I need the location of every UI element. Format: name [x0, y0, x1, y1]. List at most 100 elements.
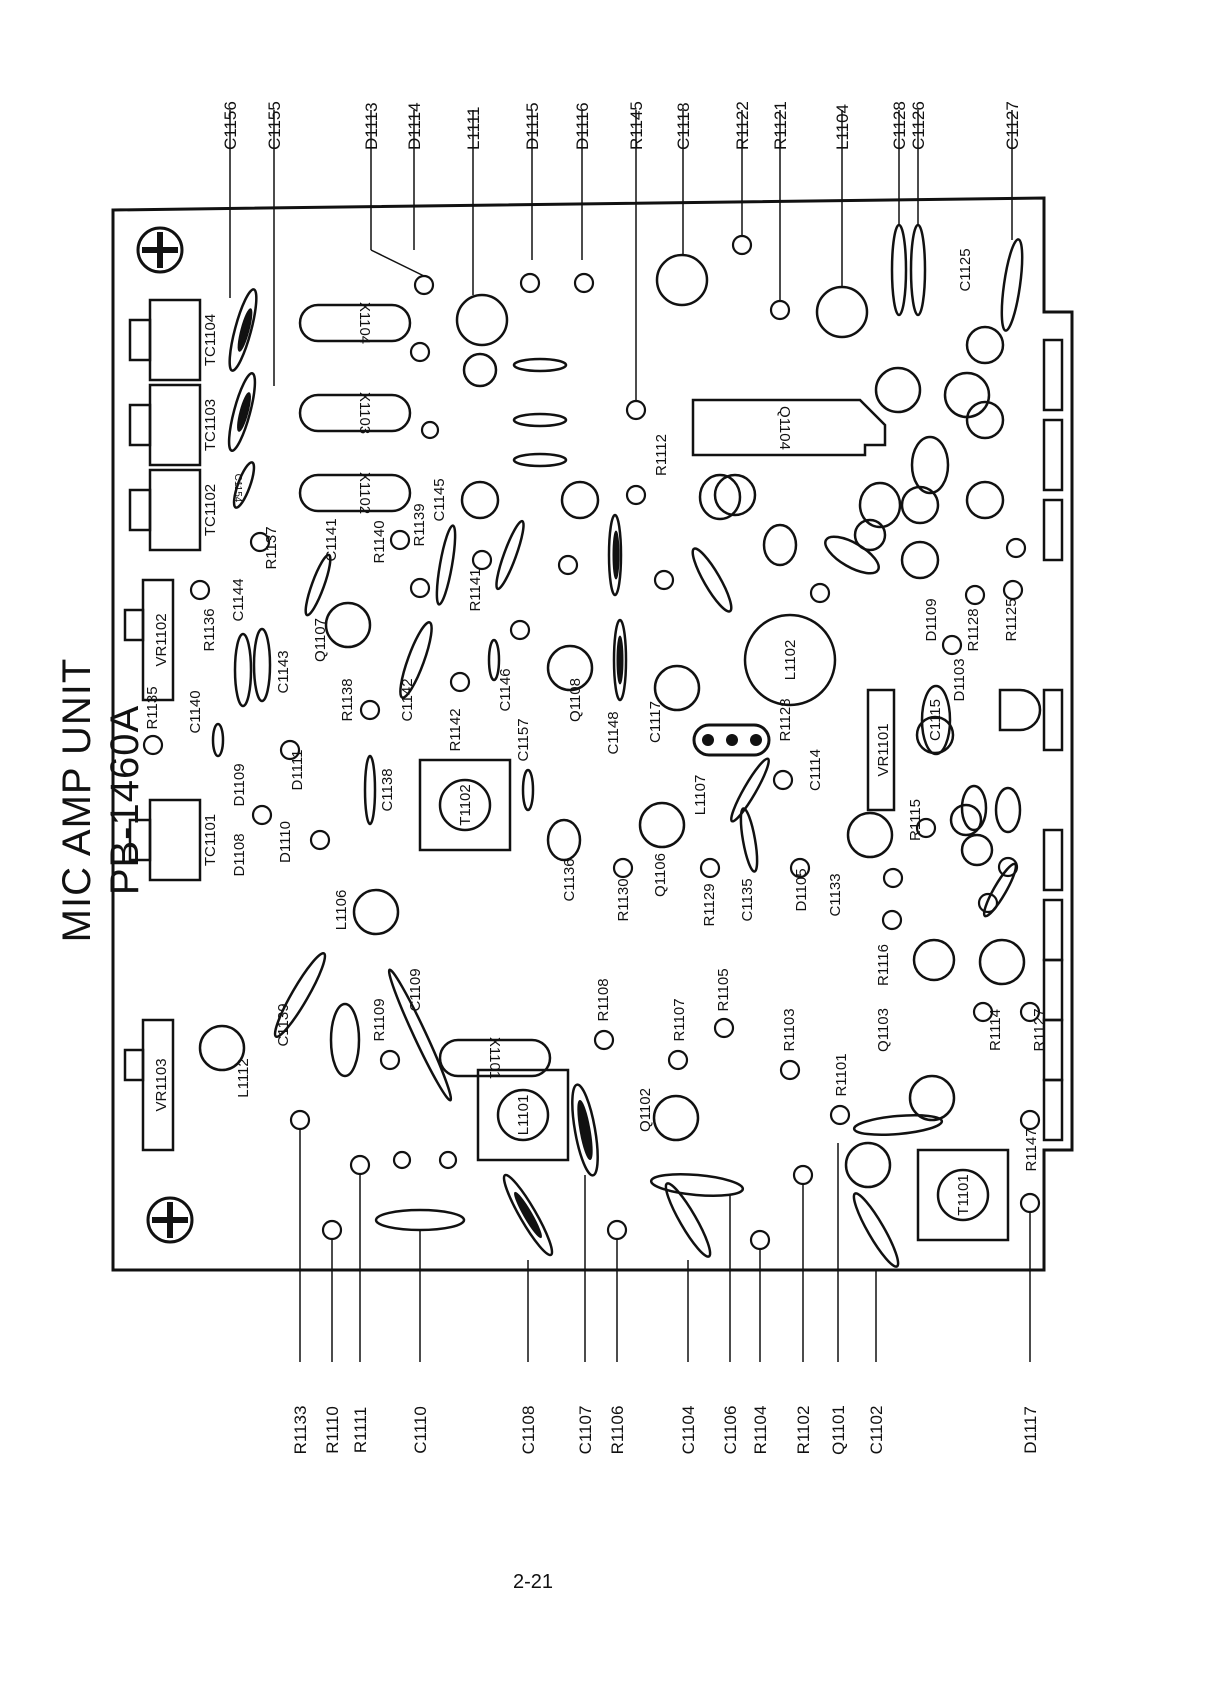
board-label: C1109	[407, 968, 424, 1011]
board-label: C1136	[561, 858, 578, 901]
leader-lines-bottom	[299, 1129, 1031, 1362]
board-label: C1139	[275, 1003, 292, 1046]
leader-lines-top	[229, 110, 1013, 400]
board-label: R1108	[595, 978, 612, 1021]
board-label: R1140	[371, 520, 388, 563]
board-label: Q1103	[875, 1008, 892, 1052]
board-label: X1101	[486, 1037, 503, 1079]
board-label: R1137	[263, 526, 280, 569]
board-label: R1114	[987, 1009, 1004, 1051]
board-label: R1138	[339, 678, 356, 721]
board-label: C1117	[647, 701, 664, 743]
board-label: C1141	[323, 518, 340, 561]
electrolytic-capacitors	[237, 308, 624, 1239]
board-label: X1102	[356, 472, 373, 514]
label-c1156: C1156	[221, 101, 240, 150]
board-label: C1144	[230, 578, 247, 621]
board-label: R1142	[447, 708, 464, 751]
board-label: C1157	[515, 718, 532, 761]
ceramic-capacitors	[211, 223, 1024, 1268]
label-d1113: D1113	[362, 102, 381, 150]
label-c1110: C1110	[411, 1406, 430, 1454]
label-c1126: C1126	[909, 101, 928, 150]
label-r1111: R1111	[351, 1407, 370, 1453]
board-label: C1145	[431, 478, 448, 521]
board-label: VR1101	[875, 723, 892, 776]
page-number: 2-21	[513, 1571, 553, 1593]
round-components	[198, 253, 1026, 1189]
label-r1106: R1106	[608, 1406, 627, 1455]
board-label: L1107	[692, 775, 709, 816]
transformers	[418, 758, 1010, 1242]
edge-connector	[1042, 338, 1064, 1142]
trimmer-capacitors	[128, 298, 202, 882]
label-l1111: L1111	[464, 107, 483, 151]
label-d1117: D1117	[1021, 1406, 1040, 1454]
board-label: R1127	[1031, 1008, 1048, 1051]
label-c1104: C1104	[679, 1406, 698, 1455]
board-label: TC1101	[202, 814, 219, 866]
board-label: R1128	[777, 698, 794, 741]
model-number: PB-1460A	[103, 705, 147, 895]
label-c1108: C1108	[519, 1406, 538, 1455]
label-c1127: C1127	[1003, 101, 1022, 150]
title-group: MIC AMP UNIT PB-1460A	[55, 658, 147, 943]
label-r1122: R1122	[733, 101, 752, 150]
label-c1107: C1107	[576, 1406, 595, 1455]
label-c1118: C1118	[674, 102, 693, 150]
label-r1121: R1121	[771, 101, 790, 150]
board-label: D1105	[793, 868, 810, 911]
board-label: R1109	[371, 998, 388, 1041]
board-label: D1108	[231, 833, 248, 876]
label-c1102: C1102	[867, 1406, 886, 1455]
label-q1101: Q1101	[829, 1405, 848, 1455]
board-label: R1125	[1003, 598, 1020, 641]
board-label: C1146	[497, 668, 514, 711]
board-label: D1109	[231, 763, 248, 806]
label-c1128: C1128	[890, 101, 909, 150]
board-label: D1109	[923, 598, 940, 641]
board-labels: TC1104 TC1103 TC1102 TC1101 VR1102 VR110…	[144, 248, 1048, 1215]
label-r1145: R1145	[627, 101, 646, 150]
pads	[142, 234, 1041, 1251]
label-c1155: C1155	[265, 101, 284, 150]
mounting-hole-bottom	[146, 1196, 194, 1244]
board-label: Q1102	[637, 1088, 654, 1132]
board-label: C1115	[927, 699, 944, 741]
board-label: L1101	[515, 1095, 532, 1136]
board-label: VR1102	[153, 613, 170, 666]
board-label: D1111	[289, 750, 306, 791]
board-label: R1101	[833, 1053, 850, 1096]
board-label: C1135	[739, 878, 756, 921]
board-label: R1136	[201, 608, 218, 651]
board-label: R1107	[671, 998, 688, 1041]
board-label: C1138	[379, 768, 396, 811]
board-label: L1112	[235, 1058, 252, 1098]
board-label: R1112	[653, 434, 670, 476]
label-d1115: D1115	[523, 102, 542, 150]
board-label: R1115	[907, 799, 924, 841]
label-c1106: C1106	[721, 1406, 740, 1455]
page-title: MIC AMP UNIT	[55, 658, 99, 943]
board-label: VR1103	[153, 1058, 170, 1111]
board-label: C1133	[827, 873, 844, 916]
q1105-transistor	[998, 688, 1042, 732]
board-label: X1103	[356, 392, 373, 434]
label-r1110: R1110	[323, 1406, 342, 1454]
board-label: L1102	[782, 640, 799, 681]
board-label: L1106	[333, 890, 350, 931]
board-label: Q1106	[652, 853, 669, 897]
top-labels: C1156 C1155 D1113 D1114 L1111 D1115 D111…	[221, 101, 1022, 150]
board-label: R1141	[467, 568, 484, 611]
label-r1133: R1133	[291, 1406, 310, 1455]
board-label: R1130	[615, 878, 632, 921]
board-label: TC1104	[202, 314, 219, 366]
l1107-coil	[692, 723, 771, 757]
board-outline	[111, 196, 1074, 1272]
board-label: C1154	[232, 474, 243, 503]
board-label: X1104	[356, 302, 373, 344]
label-d1114: D1114	[405, 102, 424, 150]
crystals	[298, 303, 552, 1078]
board-label: R1135	[144, 686, 161, 729]
